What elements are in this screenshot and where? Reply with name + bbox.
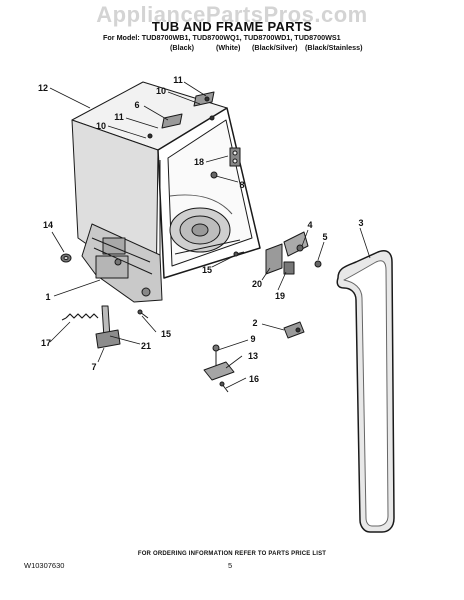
- callout-20: 20: [251, 279, 263, 289]
- pad-7: [95, 329, 121, 349]
- model-line: For Model: TUD8700WB1, TUD8700WQ1, TUD87…: [103, 33, 341, 42]
- callout-15: 15: [201, 265, 213, 275]
- callout-2: 2: [252, 318, 258, 328]
- callout-18: 18: [193, 157, 205, 167]
- callout-5: 5: [322, 232, 328, 242]
- callout-11: 11: [173, 75, 183, 85]
- callout-13: 13: [247, 351, 259, 361]
- ordering-note: FOR ORDERING INFORMATION REFER TO PARTS …: [137, 551, 327, 557]
- callout-4: 4: [307, 220, 313, 230]
- callout-6: 6: [134, 100, 140, 110]
- callout-3: 3: [358, 218, 364, 228]
- callout-9: 9: [250, 334, 256, 344]
- screw-8: [210, 171, 218, 179]
- spring-17: [61, 311, 107, 321]
- callout-11: 11: [114, 112, 124, 122]
- bracket-13: [203, 361, 235, 381]
- screw-5: [314, 260, 322, 268]
- callout-7: 7: [91, 362, 97, 372]
- screw-15-upper: [233, 251, 245, 257]
- callout-14: 14: [42, 220, 54, 230]
- callout-21: 21: [140, 341, 152, 351]
- hinge-4: [283, 231, 309, 257]
- variant-black-stainless: (Black/Stainless): [305, 43, 363, 52]
- connector-2: [283, 321, 305, 339]
- callout-16: 16: [248, 374, 260, 384]
- callout-15: 15: [160, 329, 172, 339]
- callout-8: 8: [239, 180, 245, 190]
- watermark: AppliancePartsPros.com: [96, 2, 368, 27]
- page-title: TUB AND FRAME PARTS: [151, 19, 313, 34]
- bracket-20: [265, 243, 283, 275]
- side-bracket-18: [229, 147, 241, 167]
- screw-16: [219, 381, 229, 393]
- document-number: W10307630: [24, 561, 65, 570]
- callout-1: 1: [45, 292, 51, 302]
- leader-lines: [49, 81, 371, 389]
- pin-9: [212, 344, 220, 368]
- top-bracket-upper: [193, 91, 215, 107]
- variant-white: (White): [216, 43, 241, 52]
- callout-10: 10: [95, 121, 107, 131]
- page-number: 5: [228, 561, 233, 570]
- callout-17: 17: [40, 338, 52, 348]
- variant-black-silver: (Black/Silver): [252, 43, 298, 52]
- callout-10: 10: [155, 86, 167, 96]
- callout-19: 19: [274, 291, 286, 301]
- leveling-leg-14: [60, 253, 72, 263]
- tub-assembly: [71, 81, 261, 303]
- clip-19: [283, 261, 295, 275]
- callout-12: 12: [37, 83, 49, 93]
- top-bracket-lower: [147, 113, 215, 139]
- screw-15-lower: [137, 309, 149, 319]
- door-gasket-3: [336, 250, 395, 533]
- variant-black: (Black): [170, 43, 194, 52]
